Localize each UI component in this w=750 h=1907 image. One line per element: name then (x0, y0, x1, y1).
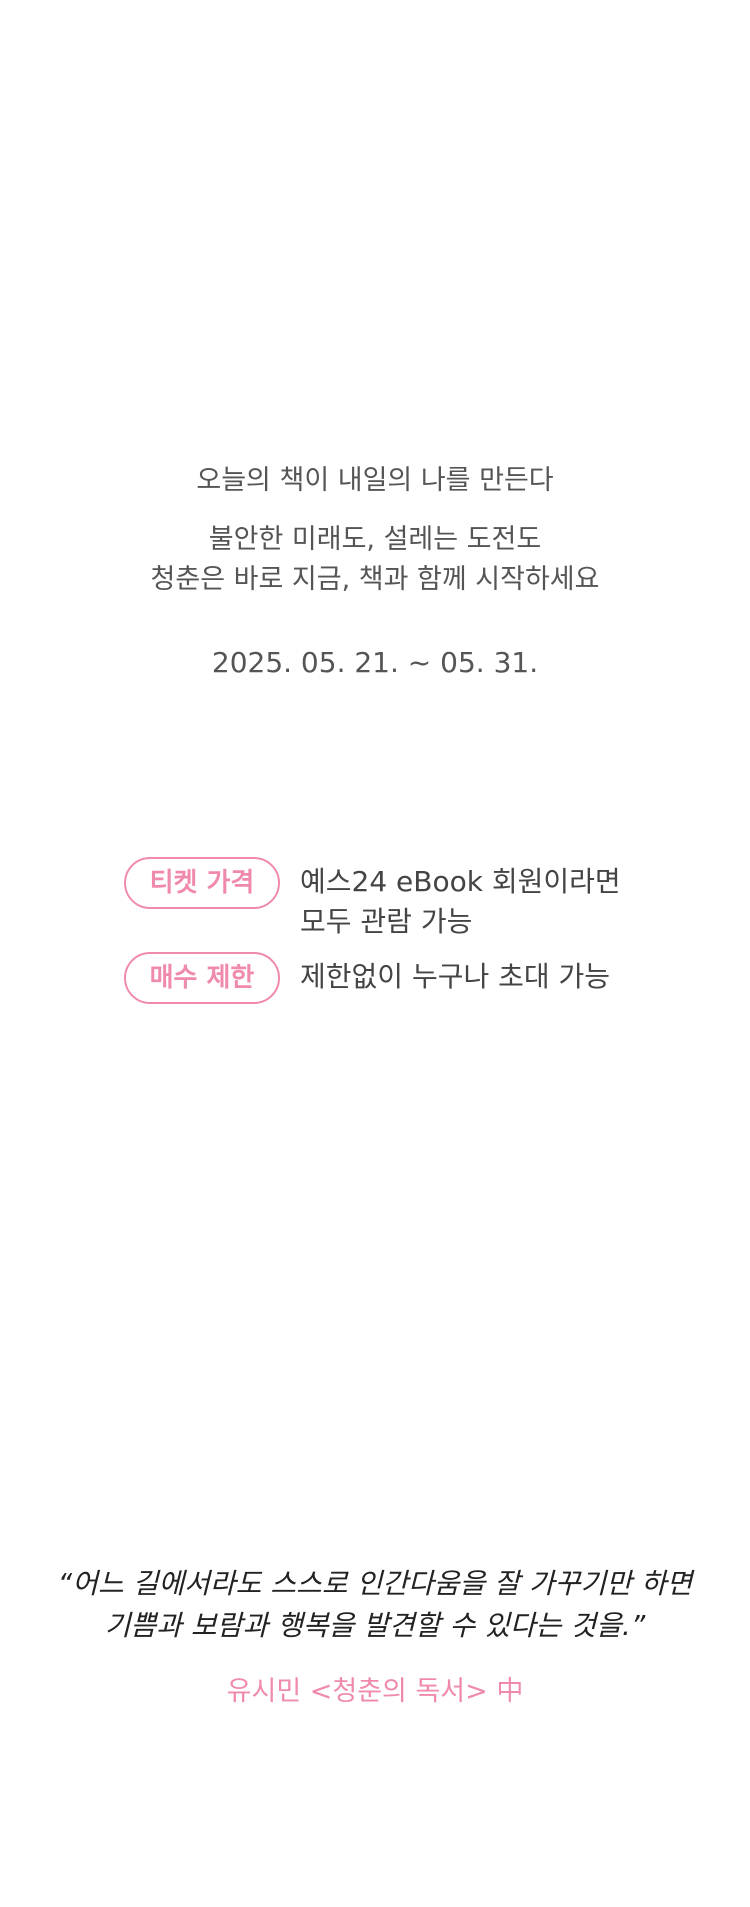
info-line: 제한없이 누구나 초대 가능 (300, 960, 611, 993)
ticket-limit-badge: 매수 제한 (124, 952, 280, 1004)
quote-line: 기쁨과 보람과 행복을 발견할 수 있다는 것을.” (104, 1609, 646, 1642)
ticket-price-text: 예스24 eBook 회원이라면 모두 관람 가능 (300, 857, 621, 942)
info-row-ticket-limit: 매수 제한 제한없이 누구나 초대 가능 (124, 952, 610, 1004)
ticket-limit-text: 제한없이 누구나 초대 가능 (300, 952, 610, 997)
ticket-price-badge: 티켓 가격 (124, 857, 280, 909)
quote-line: “어느 길에서라도 스스로 인간다움을 잘 가꾸기만 하면 (57, 1567, 693, 1600)
tagline: 오늘의 책이 내일의 나를 만든다 (196, 465, 554, 496)
info-line: 모두 관람 가능 (300, 905, 473, 938)
info-row-ticket-price: 티켓 가격 예스24 eBook 회원이라면 모두 관람 가능 (124, 857, 621, 942)
event-description: 불안한 미래도, 설레는 도전도 청춘은 바로 지금, 책과 함께 시작하세요 (0, 520, 750, 600)
event-period: 2025. 05. 21. ~ 05. 31. (211, 646, 539, 679)
description-line: 청춘은 바로 지금, 책과 함께 시작하세요 (150, 564, 600, 595)
quote-source: 유시민 <청춘의 독서> 中 (226, 1676, 524, 1707)
book-quote: “어느 길에서라도 스스로 인간다움을 잘 가꾸기만 하면 기쁨과 보람과 행복… (0, 1563, 750, 1647)
info-line: 예스24 eBook 회원이라면 (300, 865, 621, 898)
description-line: 불안한 미래도, 설레는 도전도 (208, 524, 542, 555)
